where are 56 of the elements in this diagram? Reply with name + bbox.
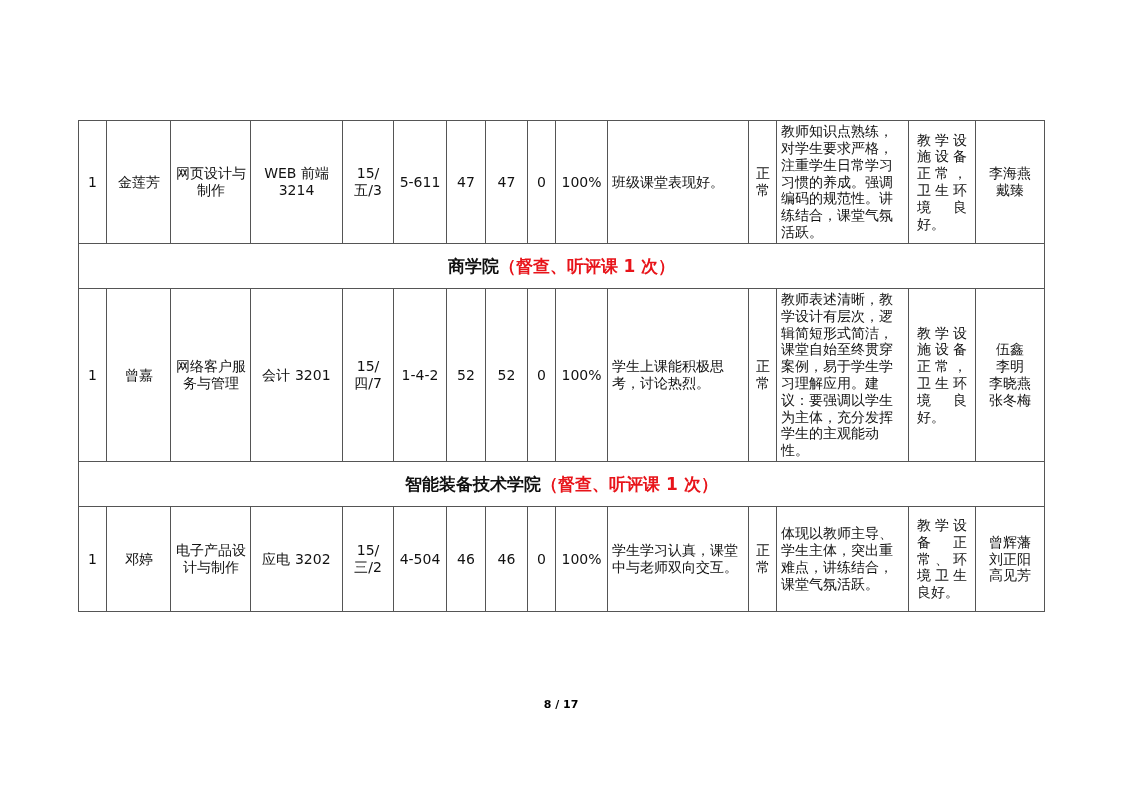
attendance-rate: 100% [555, 506, 608, 612]
present-count: 52 [485, 288, 528, 462]
facility-comment: 教学设施设备正常，卫生环境良好。 [908, 120, 976, 244]
class-evaluation: 学生学习认真，课堂中与老师双向交互。 [607, 506, 749, 612]
inspector-name: 戴臻 [995, 182, 1025, 199]
teacher-name: 邓婷 [106, 506, 171, 612]
enrolled-count: 46 [446, 506, 486, 612]
inspection-note: （督查、听评课 1 次） [541, 473, 718, 494]
inspector-name: 高见芳 [988, 567, 1032, 585]
class-evaluation: 学生上课能积极思考，讨论热烈。 [607, 288, 749, 462]
classroom: 4-504 [393, 506, 447, 612]
inspector-name: 李晓燕 [988, 375, 1032, 392]
sequence-number: 1 [78, 120, 107, 244]
class-name: WEB 前端 3214 [250, 120, 343, 244]
page-number: 8 / 17 [543, 698, 579, 711]
inspector-name: 伍鑫 [995, 341, 1025, 359]
enrolled-count: 47 [446, 120, 486, 244]
week-day-period: 15/三/2 [342, 506, 394, 612]
inspector-name: 李海燕 [988, 165, 1032, 182]
course-name: 网络客户服务与管理 [170, 288, 251, 462]
teaching-comment: 教师表述清晰，教学设计有层次，逻辑简短形式简洁，课堂自始至终贯穿案例，易于学生学习理解应用。建议：要强调以学生为主体，充分发挥学生的主观能动性。 [776, 288, 909, 462]
attendance-rate: 100% [555, 120, 608, 244]
status-text: 正常 [748, 506, 777, 612]
college-name: 智能装备技术学院 [405, 473, 542, 494]
inspector-name: 李明 [995, 358, 1025, 375]
attendance-rate: 100% [555, 288, 608, 462]
status-text: 正常 [748, 288, 777, 462]
facility-comment: 教学设备正常、环境卫生良好。 [908, 506, 976, 612]
class-name: 应电 3202 [250, 506, 343, 612]
present-count: 46 [485, 506, 528, 612]
classroom: 5-611 [393, 120, 447, 244]
teacher-name: 曾嘉 [106, 288, 171, 462]
course-name: 网页设计与制作 [170, 120, 251, 244]
week-day-period: 15/四/7 [342, 288, 394, 462]
sequence-number: 1 [78, 288, 107, 462]
inspector-name: 曾辉藩 [988, 533, 1032, 551]
absent-count: 0 [527, 288, 556, 462]
inspection-note: （督查、听评课 1 次） [498, 255, 676, 276]
classroom: 1-4-2 [393, 288, 447, 462]
absent-count: 0 [527, 120, 556, 244]
absent-count: 0 [527, 506, 556, 612]
inspector-name: 张冬梅 [988, 391, 1032, 409]
facility-comment: 教学设施设备正常，卫生环境良好。 [908, 288, 976, 462]
week-day-period: 15/五/3 [342, 120, 394, 244]
sequence-number: 1 [78, 506, 107, 612]
college-name: 商学院 [447, 255, 499, 276]
teaching-comment: 教师知识点熟练，对学生要求严格，注重学生日常学习习惯的养成。强调编码的规范性。讲练结合，课堂气氛活跃。 [776, 120, 909, 244]
class-evaluation: 班级课堂表现好。 [607, 120, 749, 244]
teaching-comment: 体现以教师主导、学生主体，突出重难点，讲练结合，课堂气氛活跃。 [776, 506, 909, 612]
status-text: 正常 [748, 120, 777, 244]
course-name: 电子产品设计与制作 [170, 506, 251, 612]
present-count: 47 [485, 120, 528, 244]
enrolled-count: 52 [446, 288, 486, 462]
teacher-name: 金莲芳 [106, 120, 171, 244]
class-name: 会计 3201 [250, 288, 343, 462]
inspector-name: 刘正阳 [988, 550, 1032, 568]
